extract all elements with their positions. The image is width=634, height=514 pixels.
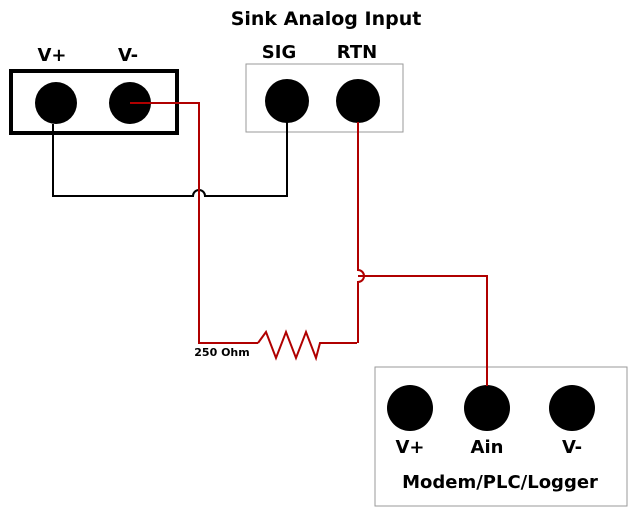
wire-rtn-to-resistor <box>357 122 365 343</box>
power-supply: V+ V- <box>9 45 179 135</box>
sensor-rtn-label: RTN <box>337 42 377 63</box>
sensor: SIG RTN <box>245 42 404 133</box>
logger-vplus-terminal <box>387 385 433 431</box>
logger: V+ Ain V- Modem/PLC/Logger <box>374 366 628 507</box>
power-supply-vminus-label: V- <box>118 45 138 66</box>
power-supply-vplus-label: V+ <box>37 45 66 66</box>
logger-name-label: Modem/PLC/Logger <box>402 472 598 493</box>
wire-vminus-to-resistor <box>130 102 258 344</box>
diagram-title: Sink Analog Input <box>231 8 422 30</box>
logger-vminus-label: V- <box>562 437 582 458</box>
resistor-label: 250 Ohm <box>194 346 249 359</box>
logger-vplus-label: V+ <box>395 437 424 458</box>
resistor-250-ohm <box>257 329 357 362</box>
logger-ain-terminal <box>464 385 510 431</box>
logger-vminus-terminal <box>549 385 595 431</box>
sensor-sig-terminal <box>265 79 309 123</box>
wire-rtn-to-ain <box>358 275 488 386</box>
sensor-sig-label: SIG <box>262 42 296 63</box>
sensor-rtn-terminal <box>336 79 380 123</box>
logger-ain-label: Ain <box>471 437 504 458</box>
power-supply-vplus-terminal <box>35 82 77 124</box>
